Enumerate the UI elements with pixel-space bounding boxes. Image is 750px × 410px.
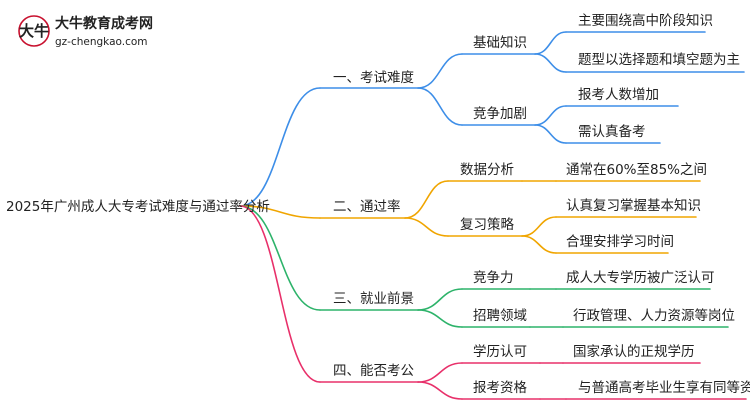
b2s2-to-leaf-2 (521, 235, 557, 254)
branch-employment: 三、就业前景 (333, 290, 414, 307)
b1s1-to-leaf-2 (534, 53, 567, 73)
topic-recruitment-fields: 招聘领域 (473, 308, 527, 324)
b1s2-to-leaf-1 (534, 105, 567, 126)
topic-eligibility: 报考资格 (473, 380, 527, 396)
logo-url: gz-chengkao.com (55, 36, 148, 48)
leaf-applicants-increase: 报考人数增加 (578, 87, 659, 103)
topic-data-analysis: 数据分析 (460, 162, 514, 178)
topic-competitiveness: 竞争力 (473, 269, 514, 286)
b3-to-sub-2 (417, 309, 463, 328)
b4-to-sub-2 (417, 381, 463, 400)
b2-to-sub-1 (404, 180, 449, 219)
root-to-branch-3 (239, 205, 321, 311)
site-logo: 大牛 大牛教育成考网 gz-chengkao.com (18, 15, 153, 48)
b3-to-sub-1 (417, 288, 463, 311)
leaf-prepare-seriously: 需认真备考 (578, 123, 646, 140)
topic-degree-recognition: 学历认可 (473, 344, 527, 360)
leaf-job-positions: 行政管理、人力资源等岗位 (573, 307, 735, 324)
b1s2-to-leaf-2 (534, 124, 567, 144)
b2s2-to-leaf-1 (521, 216, 557, 237)
root-to-branch-1 (239, 87, 321, 207)
root-topic: 2025年广州成人大专考试难度与通过率分析 (6, 198, 270, 215)
leaf-high-school-knowledge: 主要围绕高中阶段知识 (578, 12, 713, 29)
b1s1-to-leaf-1 (534, 31, 567, 55)
topic-competition: 竞争加剧 (473, 105, 527, 122)
branch-civil-service: 四、能否考公 (333, 363, 414, 379)
logo-title: 大牛教育成考网 (55, 15, 153, 32)
b4-to-sub-1 (417, 362, 463, 383)
logo-mascot-icon (18, 15, 50, 47)
leaf-pass-range: 通常在60%至85%之间 (566, 162, 707, 178)
topic-review-strategy: 复习策略 (460, 216, 514, 233)
b2-to-sub-2 (404, 217, 449, 237)
logo-mascot-text: 大牛 (19, 22, 49, 40)
b1-to-sub-1 (417, 53, 463, 89)
connector-lines (239, 31, 747, 400)
root-to-branch-4 (239, 205, 321, 383)
b1-to-sub-2 (417, 87, 463, 126)
leaf-degree-recognized: 成人大专学历被广泛认可 (566, 270, 715, 286)
branch-exam-difficulty: 一、考试难度 (333, 70, 414, 86)
leaf-question-types: 题型以选择题和填空题为主 (578, 52, 740, 68)
leaf-equal-eligibility: 与普通高考毕业生享有同等资格 (578, 379, 750, 396)
branch-pass-rate: 二、通过率 (333, 198, 401, 215)
leaf-official-degree: 国家承认的正规学历 (573, 343, 695, 360)
root-to-branch-2 (239, 205, 321, 219)
topic-basic-knowledge: 基础知识 (473, 34, 527, 51)
leaf-master-basics: 认真复习掌握基本知识 (566, 197, 701, 214)
leaf-plan-study-time: 合理安排学习时间 (566, 234, 674, 250)
